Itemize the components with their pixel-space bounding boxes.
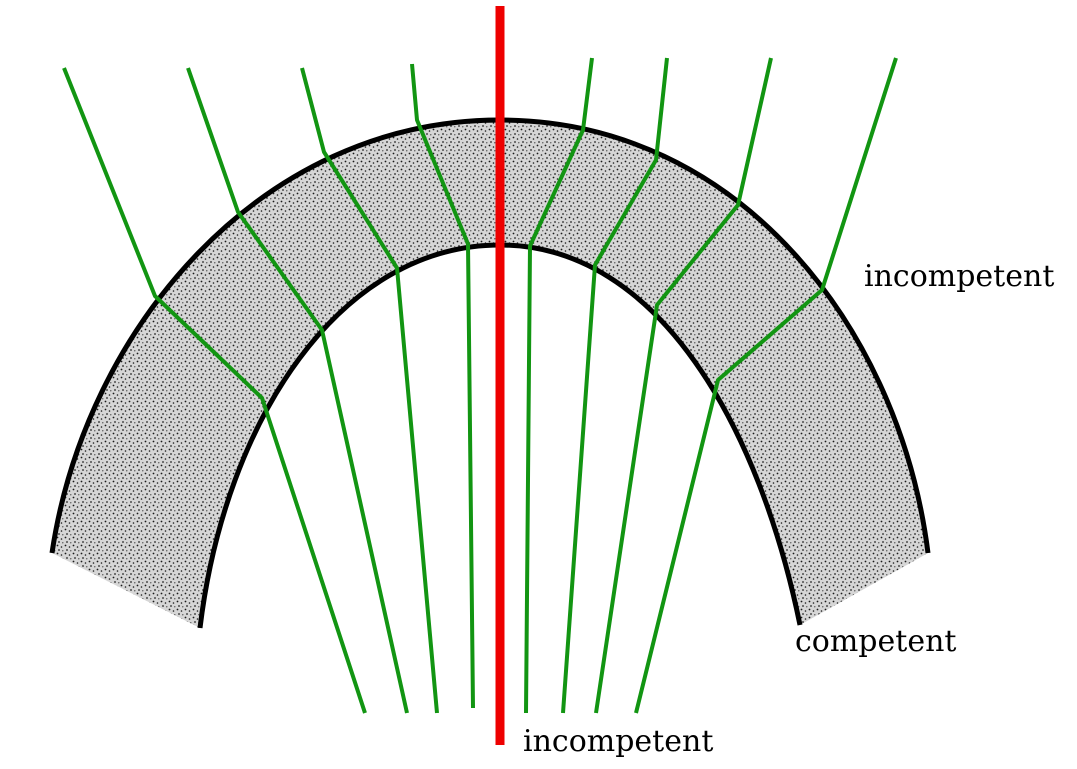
cleavage-line (594, 57, 773, 714)
cleavage-line (410, 63, 475, 709)
label-incompetent-lower: incompetent (523, 724, 714, 759)
cleavage-line (561, 57, 669, 714)
cleavage-line (186, 67, 409, 714)
competent-layer (52, 120, 928, 628)
cleavage-line (634, 57, 898, 714)
cleavage-lines (62, 57, 898, 714)
label-competent: competent (795, 624, 957, 659)
cleavage-line (300, 67, 439, 714)
label-incompetent-upper: incompetent (864, 259, 1055, 294)
cleavage-line (524, 57, 594, 714)
cleavage-line (62, 67, 367, 714)
